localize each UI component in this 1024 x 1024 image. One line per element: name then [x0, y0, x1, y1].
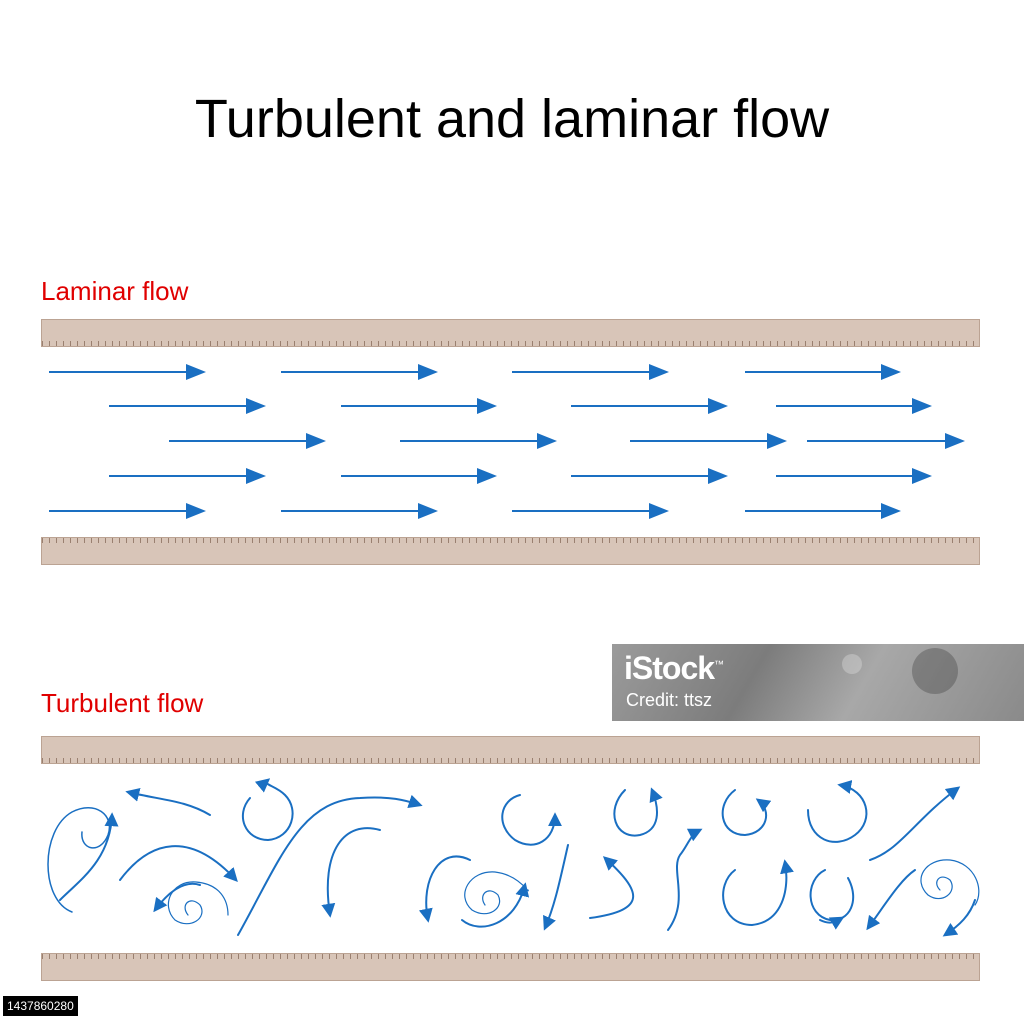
laminar-arrow-head — [881, 503, 901, 519]
spiral-arrow — [920, 859, 980, 906]
curved-arrow — [119, 845, 238, 883]
watermark-credit: Credit: ttsz — [626, 690, 713, 710]
wavy-arrow — [667, 828, 703, 931]
circle-arrow — [809, 869, 855, 922]
laminar-pipe-bottom-wall — [41, 537, 980, 565]
laminar-arrow-head — [477, 398, 497, 414]
image-id-label: 1437860280 — [3, 996, 78, 1016]
curved-arrow — [543, 844, 569, 931]
turbulent-flow-label: Turbulent flow — [41, 688, 204, 718]
curved-arrow — [866, 869, 916, 931]
laminar-arrow-head — [912, 398, 932, 414]
laminar-arrow-head — [649, 364, 669, 380]
spiral-arrow — [167, 881, 229, 925]
circle-arrow — [241, 778, 294, 842]
laminar-arrow-head — [186, 503, 206, 519]
laminar-arrow-head — [477, 468, 497, 484]
laminar-arrow-head — [708, 398, 728, 414]
laminar-arrows-group — [49, 364, 965, 519]
laminar-arrow-head — [306, 433, 326, 449]
curved-arrow — [589, 856, 635, 919]
stock-watermark: iStock™ Credit: ttsz — [612, 644, 1024, 721]
laminar-arrow-head — [418, 503, 438, 519]
curved-arrow — [869, 786, 961, 861]
laminar-arrow-head — [708, 468, 728, 484]
laminar-pipe-top-wall — [41, 319, 980, 347]
laminar-arrow-head — [767, 433, 787, 449]
laminar-arrow-head — [186, 364, 206, 380]
swirl-arrow — [59, 812, 119, 901]
diagram-title: Turbulent and laminar flow — [194, 89, 830, 149]
s-curve-arrow — [237, 794, 423, 936]
laminar-flow-label: Laminar flow — [41, 276, 189, 306]
laminar-arrow-head — [912, 468, 932, 484]
curved-arrow — [153, 882, 201, 913]
laminar-arrow-head — [537, 433, 557, 449]
turbulent-arrows-group — [47, 778, 980, 937]
curved-arrow — [942, 899, 976, 937]
circle-arrow — [721, 789, 772, 837]
watermark-brand: iStock™ — [624, 650, 724, 686]
circle-arrow — [501, 794, 562, 846]
laminar-arrow-head — [418, 364, 438, 380]
laminar-arrow-head — [881, 364, 901, 380]
curved-arrow — [819, 916, 845, 930]
curved-arrow — [461, 882, 530, 928]
laminar-arrow-head — [246, 468, 266, 484]
circle-arrow — [613, 787, 663, 837]
laminar-arrow-head — [246, 398, 266, 414]
spiral-arrow — [464, 871, 529, 915]
swirl-arrow — [418, 855, 471, 923]
curved-arrow — [125, 787, 211, 816]
circle-arrow — [722, 859, 794, 927]
curved-arrow — [321, 827, 381, 918]
circle-arrow — [807, 780, 868, 843]
swirl-arrow — [47, 807, 111, 913]
laminar-arrow-head — [649, 503, 669, 519]
turbulent-pipe-bottom-wall — [41, 953, 980, 981]
turbulent-pipe-top-wall — [41, 736, 980, 764]
laminar-arrow-head — [945, 433, 965, 449]
